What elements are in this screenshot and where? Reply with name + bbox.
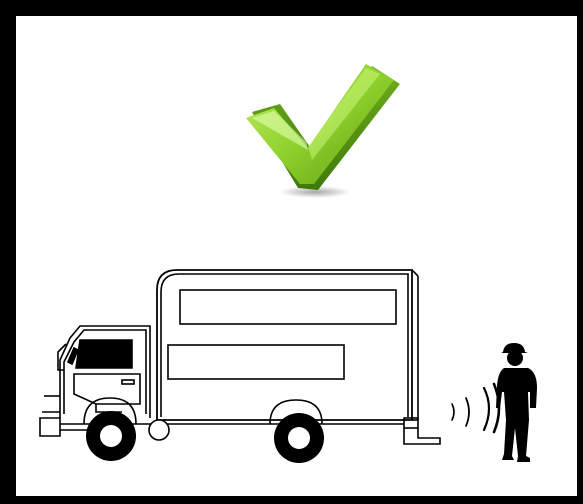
cargo-box <box>157 270 418 420</box>
sound-waves-icon <box>452 384 499 432</box>
checkmark-icon <box>246 64 400 198</box>
door-handle <box>122 380 134 384</box>
cargo-label-panel-top <box>180 290 396 324</box>
front-wheel <box>86 411 136 461</box>
worker-silhouette-icon <box>496 343 537 462</box>
cab-window <box>76 340 132 368</box>
cargo-label-panel-bottom <box>168 345 344 379</box>
rear-wheel <box>274 413 324 463</box>
